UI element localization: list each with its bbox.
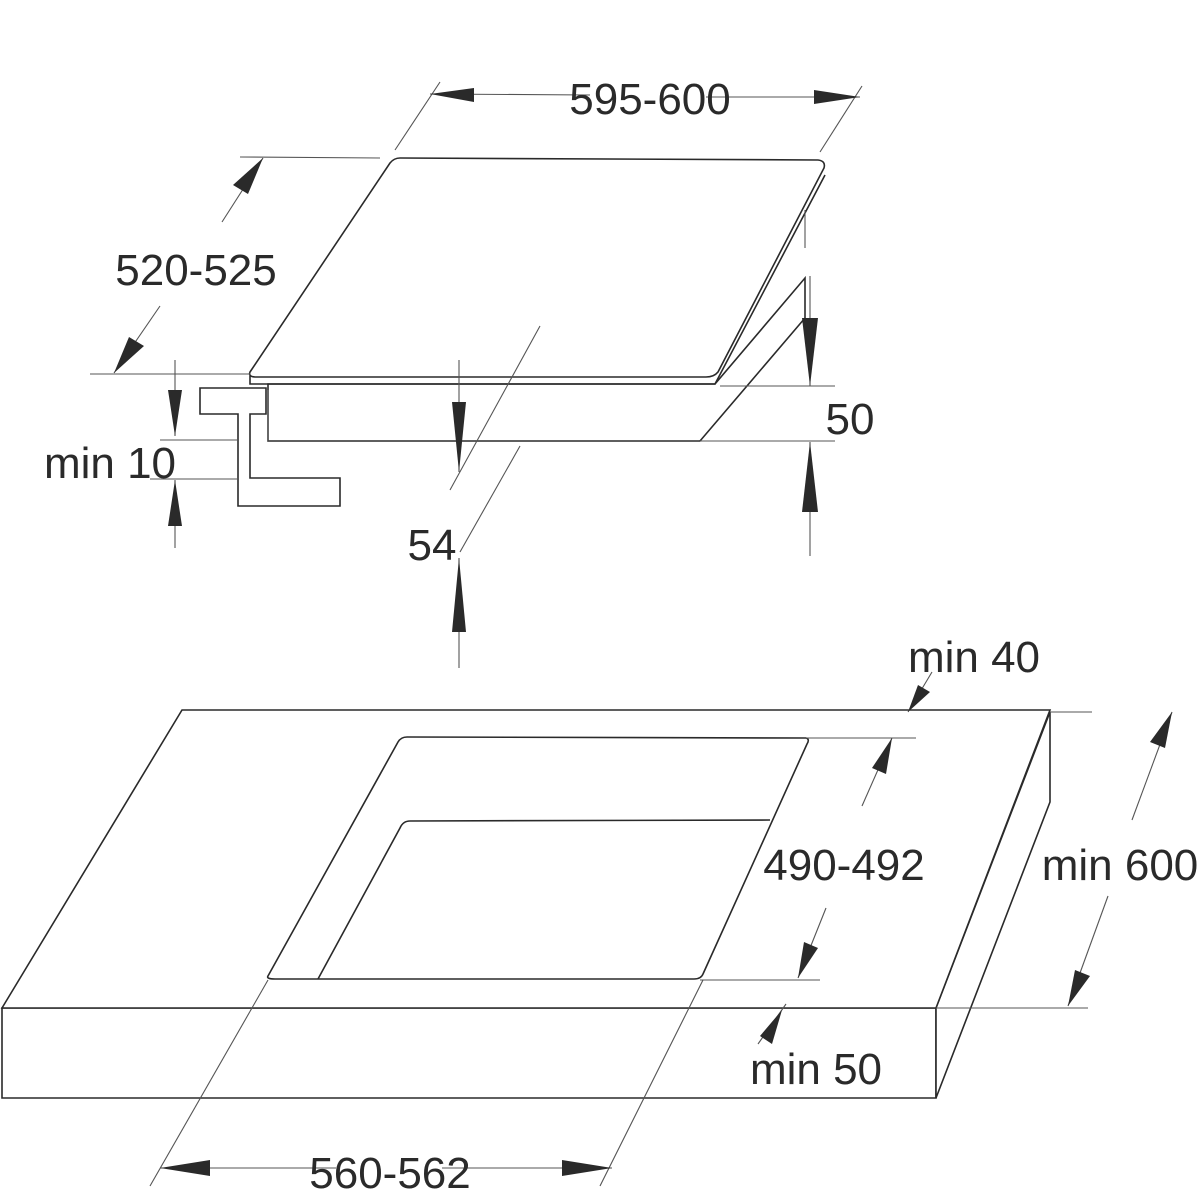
worktop-cutout	[266, 736, 810, 980]
worktop-cutout-inner-edge	[317, 819, 771, 980]
min-clearance-label: min 10	[44, 439, 176, 488]
min-back-distance-label: min 40	[908, 633, 1040, 682]
hob-width-label: 595-600	[569, 75, 730, 124]
hob-glass-top	[248, 157, 826, 378]
dimension-labels: 595-600 520-525 min 10 50 54 min 40 490-…	[44, 75, 1198, 1198]
hob-glass-edge	[249, 174, 826, 385]
hob-dimension-lines	[90, 81, 863, 668]
cutout-depth-label: 490-492	[763, 841, 924, 890]
hob-height-label: 50	[826, 395, 875, 444]
built-in-depth-label: 54	[408, 521, 457, 570]
worktop-depth-label: min 600	[1042, 841, 1199, 890]
hob-drawing	[199, 157, 826, 507]
cutout-width-label: 560-562	[309, 1149, 470, 1198]
min-front-distance-label: min 50	[750, 1045, 882, 1094]
worktop-drawing	[0, 709, 1052, 1099]
mounting-bracket	[199, 387, 341, 507]
hob-depth-label: 520-525	[115, 246, 276, 295]
worktop-dimension-lines	[149, 671, 1173, 1187]
